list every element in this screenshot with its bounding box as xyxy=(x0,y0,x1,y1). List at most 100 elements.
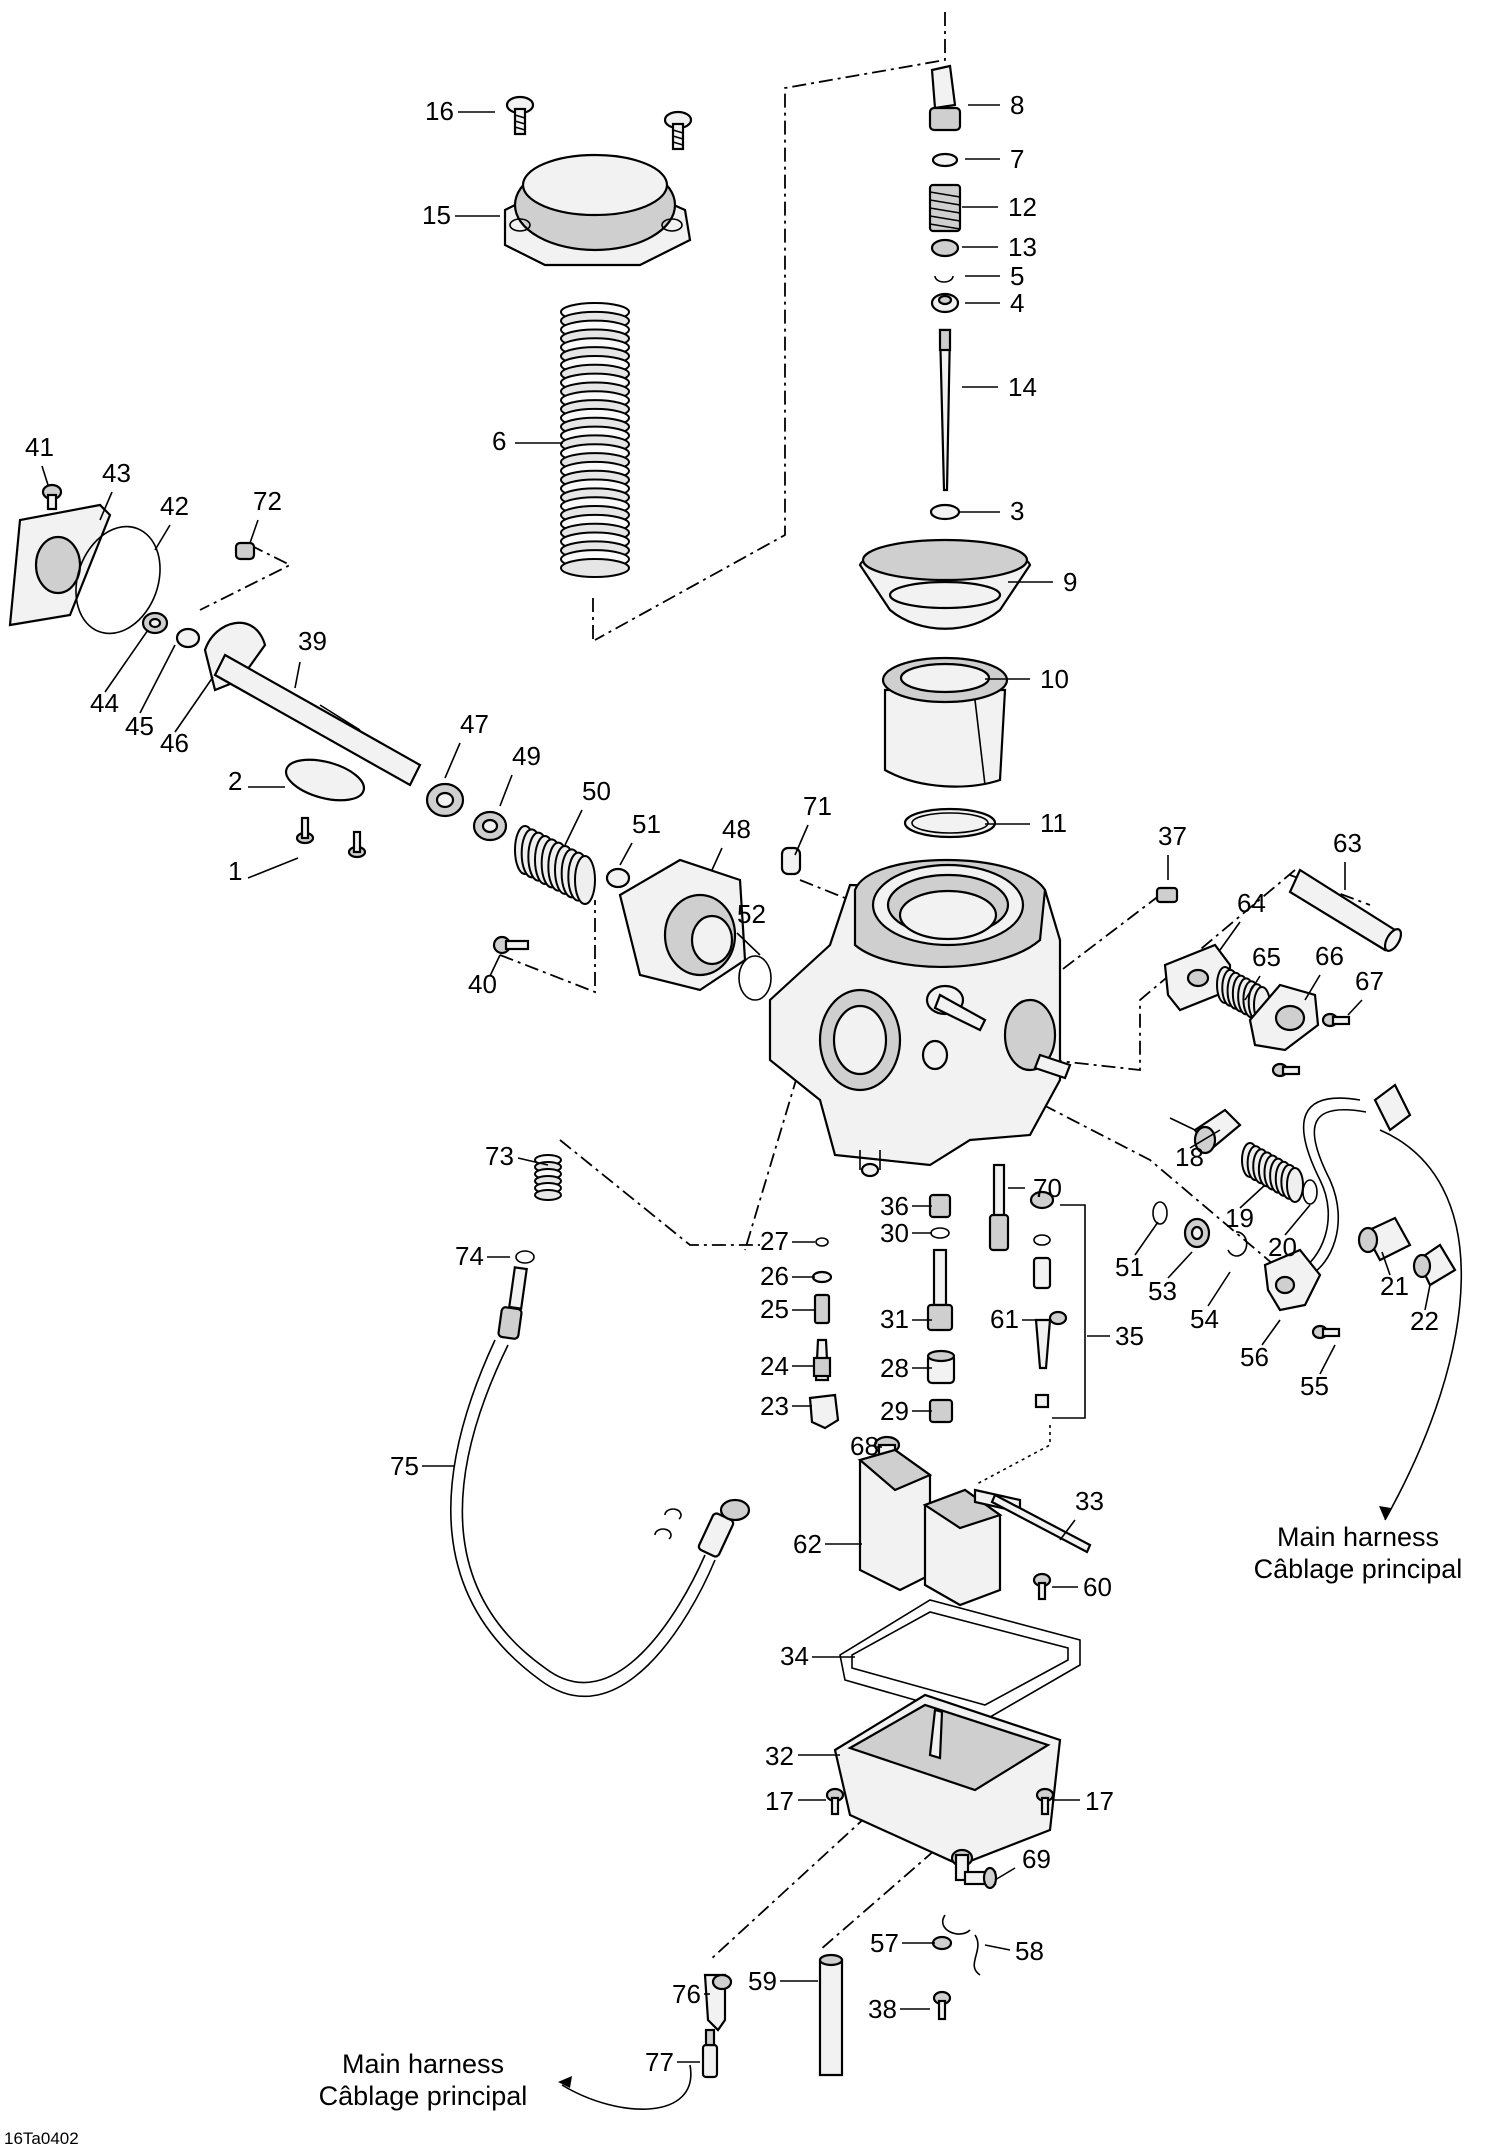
plug-72 xyxy=(234,541,256,561)
cap-screw-left xyxy=(505,95,535,136)
callout-number: 27 xyxy=(760,1226,789,1256)
figure-reference-code: 16Ta0402 xyxy=(4,2129,79,2148)
o-ring-7 xyxy=(931,152,959,168)
screw-67b xyxy=(1271,1062,1301,1078)
callout-number: 38 xyxy=(868,1994,897,2024)
callout-number: 52 xyxy=(737,899,766,929)
callout-number: 21 xyxy=(1380,1271,1409,1301)
callout-number: 62 xyxy=(793,1529,822,1559)
callout-leader-line xyxy=(984,1944,1011,1951)
plug-71 xyxy=(780,846,802,876)
screw-60 xyxy=(1032,1572,1052,1601)
callout-number: 70 xyxy=(1033,1173,1062,1203)
callout-number: 22 xyxy=(1410,1306,1439,1336)
callout-number: 25 xyxy=(760,1294,789,1324)
callout-number: 50 xyxy=(582,776,611,806)
callout-number: 66 xyxy=(1315,941,1344,971)
callout-number: 61 xyxy=(990,1304,1019,1334)
callout-leader-line xyxy=(1167,1251,1193,1279)
float-bowl-assembly xyxy=(701,1448,1092,2079)
callout-number: 34 xyxy=(780,1641,809,1671)
pilot-screw-24 xyxy=(812,1338,832,1382)
callout-leader-line xyxy=(1261,1319,1281,1346)
holder-28 xyxy=(926,1349,956,1385)
callout-leader-line xyxy=(247,857,299,879)
callout-leader-line xyxy=(294,661,301,689)
callout-number: 17 xyxy=(765,1786,794,1816)
drain-hose-59 xyxy=(818,1953,844,2077)
callout-number: 14 xyxy=(1008,372,1037,402)
float-62 xyxy=(857,1448,1022,1607)
float-bowl-32 xyxy=(833,1693,1062,1882)
callout-number: 57 xyxy=(870,1928,899,1958)
callout-number: 51 xyxy=(1115,1252,1144,1282)
callout-number: 5 xyxy=(1010,261,1024,291)
callout-number: 1 xyxy=(228,856,242,886)
throttle-shaft-assembly xyxy=(8,483,772,1001)
o-ring-27 xyxy=(815,1237,829,1247)
callout-number: 73 xyxy=(485,1141,514,1171)
drain-screw-69 xyxy=(963,1866,998,1890)
clip-54 xyxy=(1227,1231,1248,1257)
cap-23 xyxy=(808,1393,840,1430)
callout-number: 20 xyxy=(1268,1232,1297,1262)
bracket-76 xyxy=(703,1973,733,2032)
callout-leader-line xyxy=(1134,1221,1159,1256)
callout-number: 74 xyxy=(455,1241,484,1271)
needle-holder xyxy=(928,64,962,132)
nut-44 xyxy=(141,611,169,635)
o-ring-30 xyxy=(930,1227,950,1239)
jet-36 xyxy=(928,1193,952,1219)
callout-number: 64 xyxy=(1237,888,1266,918)
seal-47 xyxy=(425,782,465,818)
needle-valve-35 xyxy=(1029,1190,1068,1409)
spring-coil xyxy=(1286,1167,1304,1203)
needle-assembly xyxy=(928,64,962,521)
callout-leader-line xyxy=(489,954,501,977)
callout-leader-line xyxy=(1284,1204,1311,1236)
callout-number: 54 xyxy=(1190,1304,1219,1334)
callout-number: 26 xyxy=(760,1261,789,1291)
callout-number: 47 xyxy=(460,709,489,739)
diaphragm-slide xyxy=(858,538,1032,839)
callout-leader-line xyxy=(1059,1519,1076,1541)
callout-number: 40 xyxy=(468,969,497,999)
spring-25 xyxy=(813,1293,831,1325)
callout-number: 37 xyxy=(1158,821,1187,851)
callout-number: 24 xyxy=(760,1351,789,1381)
callout-leader-line xyxy=(104,629,149,693)
callout-number: 44 xyxy=(90,688,119,718)
clip-a xyxy=(664,1508,682,1520)
cable-fitting xyxy=(697,1498,751,1558)
callout-number: 17 xyxy=(1085,1786,1114,1816)
cable-end xyxy=(497,1266,528,1340)
callout-leader-line xyxy=(499,774,513,807)
callout-leader-line xyxy=(1219,921,1241,951)
harness-note-right-fr: Câblage principal xyxy=(1254,1554,1463,1584)
callout-leader-line xyxy=(564,809,583,846)
callout-leader-line xyxy=(444,742,461,779)
callout-number: 39 xyxy=(298,626,327,656)
plate-screw-a xyxy=(295,816,315,845)
callout-number: 49 xyxy=(512,741,541,771)
right-side-parts xyxy=(1152,868,1457,1340)
harness-wire xyxy=(1299,1097,1361,1271)
spring-coil xyxy=(534,1189,562,1201)
callout-number: 58 xyxy=(1015,1936,1044,1966)
callout-leader-line xyxy=(1424,1284,1431,1311)
bracket-56 xyxy=(1263,1248,1322,1312)
plunger-18 xyxy=(1169,1108,1242,1155)
callout-number: 8 xyxy=(1010,90,1024,120)
screw-41 xyxy=(41,483,63,511)
o-ring-74 xyxy=(515,1250,535,1264)
callout-number: 56 xyxy=(1240,1342,1269,1372)
callout-number: 2 xyxy=(228,766,242,796)
callout-number: 42 xyxy=(160,491,189,521)
screw-17-right xyxy=(1035,1787,1055,1816)
callout-number: 29 xyxy=(880,1396,909,1426)
diaphragm-spring xyxy=(560,302,630,578)
callout-number: 7 xyxy=(1010,144,1024,174)
top-cover-assembly xyxy=(503,95,693,578)
callout-number: 32 xyxy=(765,1741,794,1771)
